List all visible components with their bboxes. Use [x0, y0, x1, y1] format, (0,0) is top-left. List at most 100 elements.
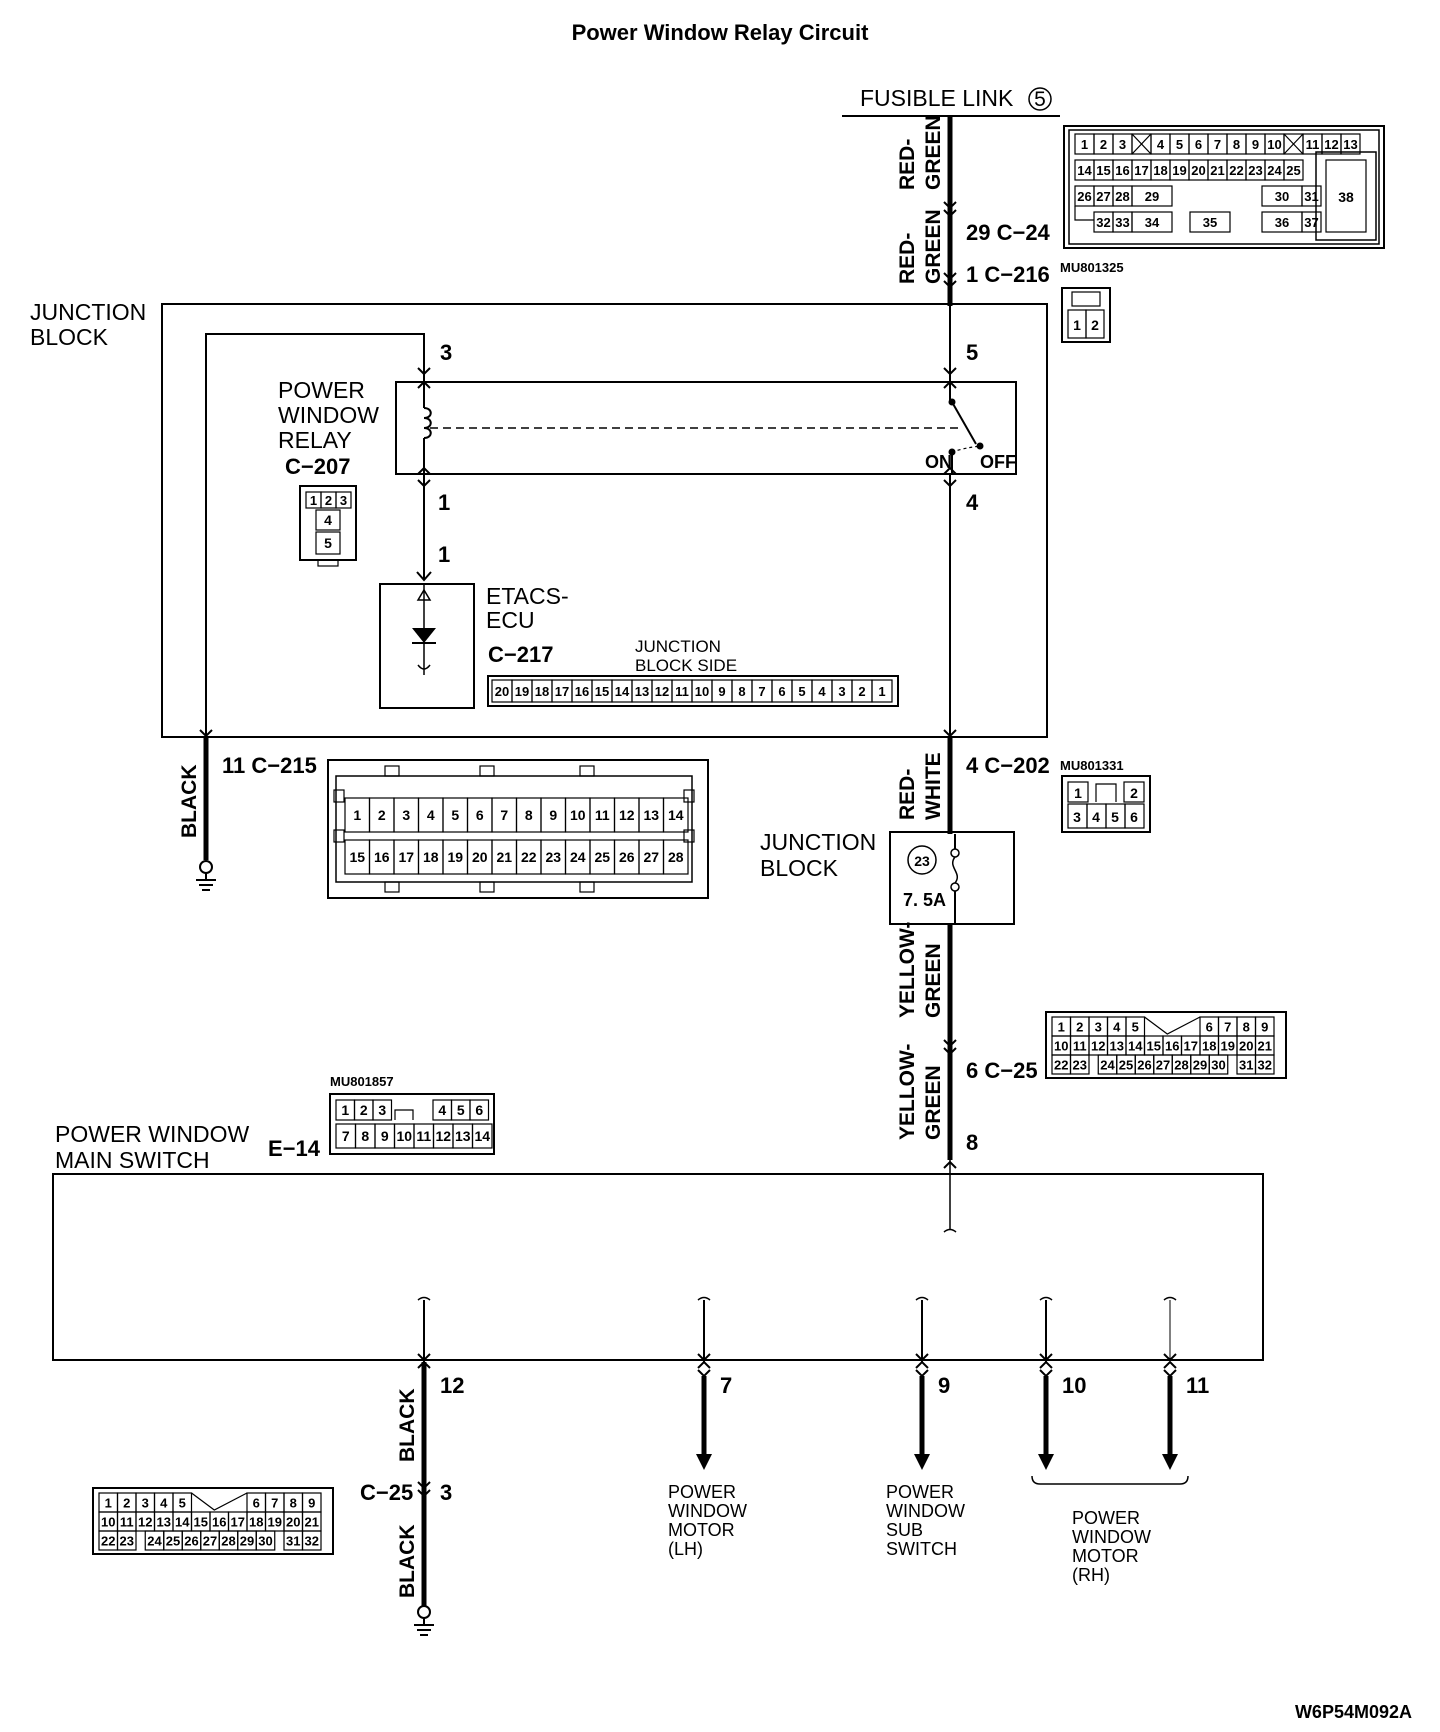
e14-cell-14-label: 14 [474, 1128, 490, 1144]
c25bottom-cell-19-label: 19 [268, 1515, 282, 1530]
c25bottom-cell-25-label: 25 [166, 1534, 180, 1549]
c24-cell-25 [1283, 159, 1304, 181]
main-switch-label-1: POWER WINDOW [55, 1121, 249, 1147]
c24-cell-34 [1131, 211, 1173, 233]
c25bottom-cell-2-label: 2 [123, 1496, 130, 1511]
etacs-ecu-box [379, 583, 475, 709]
ground-symbol-2 [414, 1605, 434, 1636]
pin-main-switch-12: 12 [440, 1373, 464, 1398]
fusible-link-number: 5 [1034, 88, 1046, 111]
c25top-cell-9-label: 9 [1261, 1020, 1268, 1035]
c25top-cell-6-label: 6 [1206, 1020, 1213, 1035]
wire-label-red-white-b: WHITE [922, 752, 945, 820]
c217-cell-2-label: 2 [858, 684, 865, 699]
c25bottom-cell-10-label: 10 [101, 1515, 115, 1530]
c215-cell-1-label: 1 [353, 807, 361, 823]
pin-main-switch-8: 8 [966, 1130, 978, 1155]
ground-symbol-1 [196, 860, 216, 891]
e14-cell-8-label: 8 [361, 1128, 369, 1144]
c24-cell-22-label: 22 [1229, 163, 1243, 178]
motor-lh-label-2: WINDOW [668, 1501, 747, 1521]
c25top-cell-11-label: 11 [1073, 1039, 1087, 1054]
c217-cell-8-label: 8 [738, 684, 745, 699]
main-switch-label-2: MAIN SWITCH [55, 1147, 210, 1173]
c217-cell-5-label: 5 [798, 684, 805, 699]
c215-cell-5-label: 5 [451, 807, 459, 823]
c24-cell-8-label: 8 [1233, 137, 1240, 152]
pin-relay-5: 5 [966, 340, 978, 365]
c24-cell-9-label: 9 [1252, 137, 1259, 152]
diagram-code: W6P54M092A [1295, 1702, 1412, 1722]
sub-switch-label-3: SUB [886, 1520, 923, 1540]
wire-label-black-1: BLACK [396, 1389, 419, 1463]
c25top-cell-7-label: 7 [1224, 1020, 1231, 1035]
motor-rh-label-3: MOTOR [1072, 1546, 1139, 1566]
c215-cell-9-label: 9 [549, 807, 557, 823]
output-pin-7: 7 [696, 1296, 732, 1470]
c25bottom-cell-18-label: 18 [249, 1515, 263, 1530]
c25top-cell-8-label: 8 [1243, 1020, 1250, 1035]
e14-cell-12-label: 12 [435, 1128, 451, 1144]
motor-rh-label-4: (RH) [1072, 1565, 1110, 1585]
fuse-junction-block-box [889, 831, 1015, 925]
pin-relay-3: 3 [440, 340, 452, 365]
c24-cell-18-label: 18 [1153, 163, 1167, 178]
c24-cell-38: 38 [1338, 189, 1354, 205]
pin-c216: 1 C−216 [966, 262, 1050, 287]
e14-cell-2-label: 2 [360, 1102, 368, 1118]
e14-cell-7-label: 7 [342, 1128, 350, 1144]
c215-cell-28-label: 28 [668, 849, 684, 865]
c215-cell-24-label: 24 [570, 849, 586, 865]
c25bottom-cell-21-label: 21 [305, 1515, 319, 1530]
c217-cell-12-label: 12 [655, 684, 669, 699]
c215-cell-8-label: 8 [525, 807, 533, 823]
c202-cell-1: 1 [1074, 785, 1082, 801]
c202-cell-6: 6 [1130, 809, 1138, 825]
wire-label-yellow-green-1b: GREEN [922, 943, 945, 1018]
e14-cell-10-label: 10 [396, 1128, 412, 1144]
c24-cell-35 [1189, 211, 1231, 233]
c25bottom-cell-24-label: 24 [147, 1534, 162, 1549]
c24-cell-12-label: 12 [1324, 137, 1338, 152]
c215-cell-7-label: 7 [500, 807, 508, 823]
pin-main-switch-7: 7 [720, 1373, 732, 1398]
junction-block-side-1: JUNCTION [635, 637, 721, 656]
sub-switch-label-1: POWER [886, 1482, 954, 1502]
c24-cell-24-label: 24 [1267, 163, 1282, 178]
fuse-junction-block-label-1: JUNCTION [760, 829, 876, 855]
c207-cell-5 [315, 531, 341, 555]
c215-cell-14 [662, 797, 689, 833]
c25bottom-cell-22-label: 22 [101, 1534, 115, 1549]
c215-cell-13-label: 13 [643, 807, 659, 823]
c207-cell-3 [335, 491, 352, 509]
output-pin-11: 11 [1162, 1296, 1209, 1470]
c207-cell-5-label: 5 [324, 535, 332, 551]
c217-cell-10-label: 10 [695, 684, 709, 699]
c207-cell-1-label: 1 [310, 493, 317, 508]
diagram-title: Power Window Relay Circuit [572, 20, 870, 45]
power-window-relay-box [395, 381, 1017, 475]
c215-cell-11-label: 11 [595, 807, 610, 823]
c24-cell-11-label: 11 [1306, 137, 1320, 152]
e14-cell-13-label: 13 [455, 1128, 471, 1144]
wire-label-black-c215: BLACK [178, 765, 201, 839]
relay-label-3: RELAY [278, 427, 352, 453]
c25bottom-cell-30 [255, 1530, 276, 1551]
motor-lh-label-4: (LH) [668, 1539, 703, 1559]
part-number-e14: MU801857 [330, 1074, 394, 1089]
c217-cell-14-label: 14 [615, 684, 630, 699]
c25top-cell-21-label: 21 [1258, 1039, 1272, 1054]
fuse-rating: 7. 5A [903, 890, 946, 910]
c25bottom-cell-11-label: 11 [120, 1515, 134, 1530]
c215-cell-22-label: 22 [521, 849, 537, 865]
c24-cell-34-label: 34 [1145, 215, 1160, 230]
wire-label-red-green-1b: GREEN [922, 115, 945, 190]
pin-main-switch-9: 9 [938, 1373, 950, 1398]
pin-c24: 29 C−24 [966, 220, 1051, 245]
c25bottom-cell-32-label: 32 [305, 1534, 319, 1549]
c25bottom-cell-1-label: 1 [105, 1496, 112, 1511]
